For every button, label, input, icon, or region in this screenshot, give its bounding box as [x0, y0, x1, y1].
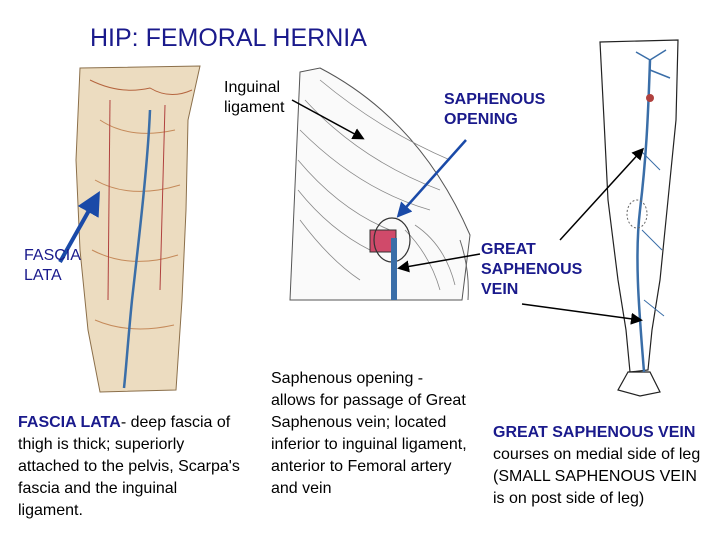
inguinal-ligament-label-line2: ligament: [224, 99, 285, 116]
great-saphenous-vein-note-text: courses on medial side of leg (SMALL SAP…: [493, 446, 701, 507]
great-saphenous-vein-label: GREAT SAPHENOUS VEIN: [481, 240, 582, 300]
inguinal-ligament-label-line1: Inguinal: [224, 79, 281, 96]
fascia-lata-label-line2: LATA: [24, 267, 62, 284]
slide-title: HIP: FEMORAL HERNIA: [90, 24, 367, 52]
great-saphenous-vein-label-line1: GREAT: [481, 241, 536, 258]
thigh-fascia-illustration: [58, 65, 201, 393]
fascia-lata-label-line1: FASCIA: [24, 247, 81, 264]
fascia-lata-note: FASCIA LATA- deep fascia of thigh is thi…: [18, 412, 243, 522]
fascia-lata-note-term: FASCIA LATA: [18, 414, 121, 431]
saphenous-opening-note-text: Saphenous opening - allows for passage o…: [271, 370, 467, 497]
saphenous-opening-label-line1: SAPHENOUS: [444, 91, 546, 108]
saphenous-opening-note: Saphenous opening - allows for passage o…: [271, 368, 471, 500]
great-saphenous-vein-note-term: GREAT SAPHENOUS VEIN: [493, 424, 696, 441]
saphenous-opening-label: SAPHENOUS OPENING: [444, 90, 545, 130]
fascia-lata-note-text: - deep fascia of thigh is thick; superio…: [18, 414, 240, 519]
fascia-lata-label: FASCIA LATA: [24, 246, 81, 286]
great-saphenous-vein-label-line3: VEIN: [481, 281, 519, 298]
leg-saphenous-illustration: [521, 39, 679, 397]
saphenous-opening-label-line2: OPENING: [444, 111, 518, 128]
great-saphenous-vein-note: GREAT SAPHENOUS VEIN courses on medial s…: [493, 422, 708, 510]
inguinal-ligament-label: Inguinal ligament: [224, 78, 284, 118]
saphenous-opening-illustration: [289, 67, 481, 301]
great-saphenous-vein-label-line2: SAPHENOUS: [481, 261, 583, 278]
